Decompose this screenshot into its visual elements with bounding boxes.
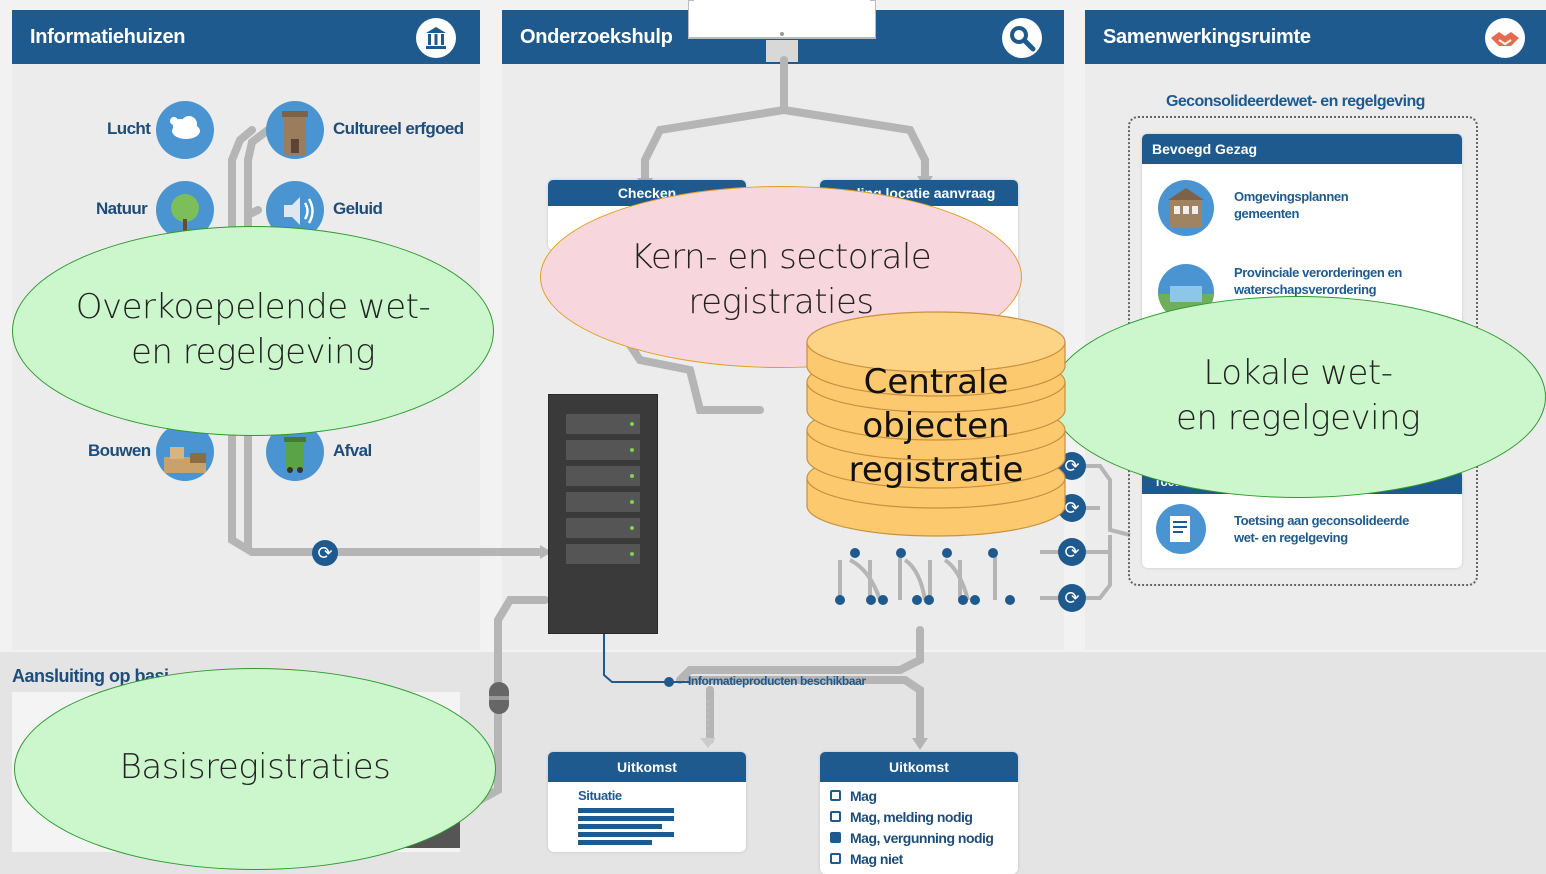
label-geluid: Geluid (333, 199, 383, 218)
label-afval: Afval (333, 441, 372, 460)
node-dot (850, 548, 860, 558)
situatie-label: Situatie (578, 788, 622, 803)
info-dot (664, 677, 674, 687)
toetsing-text: Toetsing aan geconsolideerde wet- en reg… (1234, 513, 1409, 545)
label-cultureel-erfgoed: Cultureel erfgoed (333, 119, 464, 138)
dotted-title: Geconsolideerdewet- en regelgeving (1166, 93, 1425, 110)
node-dot (866, 595, 876, 605)
overkoepelende-text: Overkoepelende wet- en regelgeving (75, 287, 431, 372)
uitkomst-card-mag: Uitkomst Mag Mag, melding nodig Mag, ver… (820, 752, 1018, 874)
plug-icon (487, 678, 511, 718)
checkbox-filled-icon (830, 832, 841, 843)
sync-icon: ⟳ (1058, 538, 1086, 566)
panel-title: Informatiehuizen (30, 26, 186, 48)
sync-icon: ⟳ (312, 540, 338, 566)
node-dot (835, 595, 845, 605)
panel-title: Samenwerkingsruimte (1103, 26, 1311, 48)
centrale-database: Centrale objecten registratie (806, 310, 1066, 538)
checkbox-icon (830, 811, 841, 822)
omgevingsplannen-text: Omgevingsplannen gemeenten (1234, 189, 1349, 221)
checklist-item: Mag, melding nodig (830, 807, 994, 828)
node-dot (912, 595, 922, 605)
panel-header: Samenwerkingsruimte (1085, 10, 1546, 64)
cloud-icon (156, 101, 214, 159)
node-dot (970, 595, 980, 605)
informatieproducten-label: Informatieproducten beschikbaar (688, 674, 866, 688)
checklist-item: Mag (830, 786, 994, 807)
overkoepelende-ellipse: Overkoepelende wet- en regelgeving (12, 226, 494, 436)
uitkomst-header: Uitkomst (820, 752, 1018, 782)
panel-header: Informatiehuizen (12, 10, 480, 64)
centrale-text: Centrale objecten registratie (848, 362, 1024, 490)
label-bouwen: Bouwen (88, 441, 151, 460)
basisregistraties-text: Basisregistraties (119, 747, 391, 787)
tower-icon (266, 101, 324, 159)
node-dot (958, 595, 968, 605)
bevoegd-header: Bevoegd Gezag (1142, 134, 1462, 164)
uitkomst-checklist: Mag Mag, melding nodig Mag, vergunning n… (830, 786, 994, 870)
node-dot (896, 548, 906, 558)
uitkomst-card-situatie: Uitkomst Situatie (548, 752, 746, 852)
building-icon (416, 18, 456, 58)
uitkomst-header: Uitkomst (548, 752, 746, 782)
checklist-item: Mag, vergunning nodig (830, 828, 994, 849)
checkbox-icon (830, 790, 841, 801)
label-natuur: Natuur (96, 199, 148, 218)
node-dot (988, 548, 998, 558)
townhall-icon (1158, 180, 1214, 236)
lokale-text: Lokale wet- en regelgeving (1175, 353, 1421, 438)
aansluiting-label: Aansluiting op basi (12, 666, 169, 686)
checklist-item: Mag niet (830, 849, 994, 870)
panel-title: Onderzoekshulp (520, 26, 673, 48)
monitor-icon (687, 0, 877, 62)
server-rack (547, 393, 659, 635)
node-dot (924, 595, 934, 605)
sync-icon: ⟳ (1058, 494, 1086, 522)
situatie-lines (578, 808, 674, 845)
document-check-icon (1156, 504, 1206, 554)
node-dot (878, 595, 888, 605)
label-lucht: Lucht (107, 119, 151, 138)
kern-sectorale-text: Kern- en sectorale registraties (630, 237, 932, 322)
lokale-ellipse: Lokale wet- en regelgeving (1050, 296, 1546, 498)
node-dot (942, 548, 952, 558)
provinciale-text: Provinciale verorderingen en waterschaps… (1234, 265, 1402, 297)
handshake-icon (1485, 18, 1525, 58)
basisregistraties-ellipse: Basisregistraties (14, 668, 496, 870)
checkbox-icon (830, 853, 841, 864)
search-icon (1002, 18, 1042, 58)
node-dot (1005, 595, 1015, 605)
sync-icon: ⟳ (1058, 584, 1086, 612)
